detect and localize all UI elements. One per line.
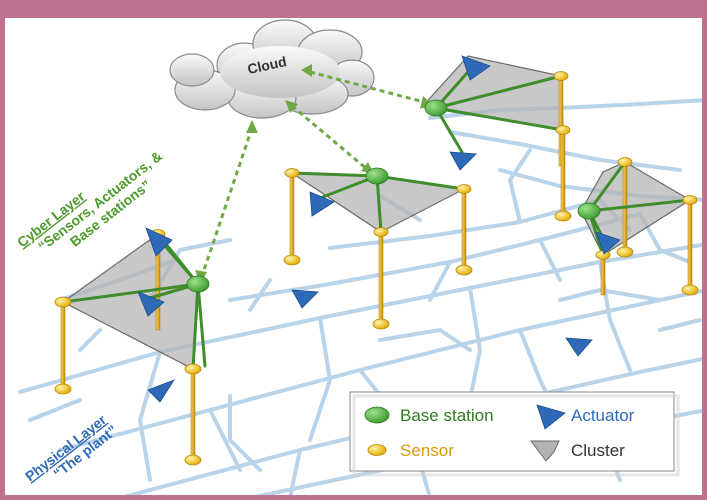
sensor [553, 71, 569, 81]
legend-cluster-label: Cluster [571, 441, 625, 460]
sensor [284, 168, 300, 178]
legend-actuator-label: Actuator [571, 406, 635, 425]
cloud-link-3 [309, 70, 425, 104]
sensor [184, 363, 202, 375]
actuator-icon [137, 291, 165, 317]
sensor [554, 210, 572, 222]
legend-base-station-icon [364, 406, 390, 424]
actuator-icon [565, 337, 593, 357]
legend-cluster-icon [530, 440, 560, 462]
sensor [555, 125, 571, 135]
legend-sensor-label: Sensor [400, 441, 454, 460]
actuator-icon [449, 151, 477, 171]
actuator-icon [595, 231, 621, 255]
legend-base-station-label: Base station [400, 406, 494, 425]
actuator-icon [145, 227, 173, 257]
sensor [682, 195, 698, 205]
cloud-link-arrowheads [195, 64, 432, 284]
sensor [54, 296, 72, 308]
sensor [455, 264, 473, 276]
actuator-icon [309, 191, 335, 217]
base-station [577, 202, 601, 220]
actuators [137, 55, 621, 403]
cloud: Cloud [169, 19, 375, 119]
sensor [681, 284, 699, 296]
legend-actuator-icon [536, 404, 566, 430]
sensor [54, 383, 72, 395]
cloud-link-2 [291, 104, 369, 172]
sensor [456, 184, 472, 194]
physical-layer-label: Physical Layer “The plant” [22, 411, 120, 484]
actuator-icon [461, 55, 491, 81]
legend-sensor-icon [367, 444, 387, 456]
cyber-layer-subtitle-1: “Sensors, Actuators, & [35, 148, 165, 255]
sensor [283, 254, 301, 266]
base-station [424, 99, 448, 117]
actuator-icon [147, 379, 175, 403]
base-station [186, 275, 210, 293]
cloud-link-1 [200, 127, 254, 277]
sensor [617, 157, 633, 167]
cloud-links [200, 70, 425, 277]
sensor [372, 318, 390, 330]
sensor [373, 227, 389, 237]
base-stations [186, 99, 601, 293]
base-station [365, 167, 389, 185]
sensor [616, 246, 634, 258]
sensor [184, 454, 202, 466]
legend-box [349, 391, 675, 472]
legend: Base station Actuator Sensor Cluster [349, 391, 680, 477]
actuator-icon [291, 289, 319, 309]
